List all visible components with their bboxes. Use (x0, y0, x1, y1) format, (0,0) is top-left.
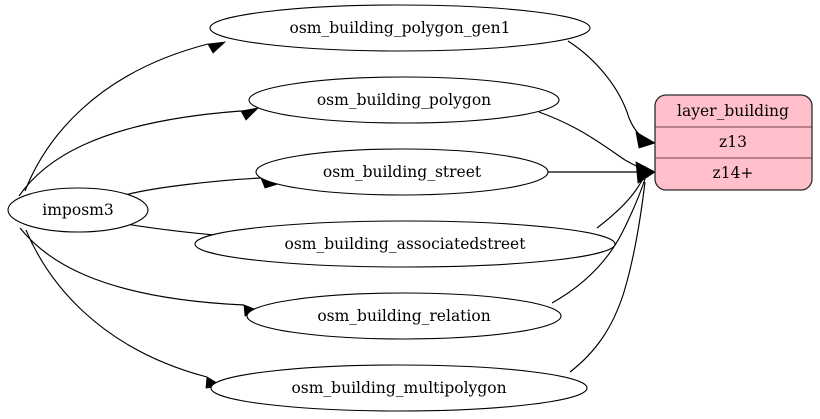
edge-imposm3-to-street (124, 177, 262, 196)
edge-imposm3-to-polygon-gen1 (24, 43, 209, 192)
node-osm-building-street-label: osm_building_street (323, 163, 482, 181)
node-osm-building-relation[interactable]: osm_building_relation (246, 292, 562, 340)
node-imposm3[interactable]: imposm3 (7, 187, 149, 233)
edge-multipolygon-to-z14plus (569, 181, 646, 373)
node-osm-building-polygon-gen1-label: osm_building_polygon_gen1 (290, 19, 511, 37)
record-row-z13-label: z13 (719, 133, 747, 151)
node-osm-building-polygon-gen1-shape[interactable] (209, 4, 591, 52)
node-osm-building-polygon[interactable]: osm_building_polygon (248, 76, 560, 124)
edge-group-tables-to-record (538, 40, 656, 373)
node-layer-building[interactable]: layer_building z13 z14+ (654, 94, 813, 191)
node-osm-building-relation-shape[interactable] (246, 292, 562, 340)
arrowhead-polygon (240, 107, 260, 121)
node-osm-building-relation-label: osm_building_relation (317, 307, 490, 325)
arrowhead-polygon-gen1 (207, 41, 227, 54)
node-imposm3-shape[interactable] (7, 187, 149, 233)
record-row-header-label: layer_building (677, 102, 789, 120)
node-osm-building-associatedstreet[interactable]: osm_building_associatedstreet (194, 220, 616, 268)
edge-imposm3-to-multipolygon (25, 229, 208, 378)
node-osm-building-multipolygon-shape[interactable] (210, 364, 588, 412)
node-osm-building-multipolygon[interactable]: osm_building_multipolygon (210, 364, 588, 412)
node-imposm3-label: imposm3 (42, 201, 113, 219)
edge-imposm3-to-polygon (18, 110, 242, 197)
edge-polygon-to-z14plus (538, 111, 646, 171)
node-osm-building-street-shape[interactable] (255, 148, 549, 196)
node-osm-building-polygon-label: osm_building_polygon (317, 91, 491, 109)
node-osm-building-multipolygon-label: osm_building_multipolygon (291, 379, 506, 397)
record-row-z14plus-label: z14+ (713, 164, 754, 182)
edge-polygon-gen1-to-z13 (567, 40, 645, 140)
arrowhead-record-z14plus (635, 161, 656, 184)
node-osm-building-street[interactable]: osm_building_street (255, 148, 549, 196)
node-osm-building-associatedstreet-label: osm_building_associatedstreet (285, 235, 527, 253)
node-layer-building-body[interactable] (654, 94, 813, 191)
node-osm-building-polygon-shape[interactable] (248, 76, 560, 124)
arrowhead-record-z13 (635, 131, 656, 149)
edge-relation-to-z14plus (551, 178, 646, 304)
node-osm-building-polygon-gen1[interactable]: osm_building_polygon_gen1 (209, 4, 591, 52)
node-osm-building-associatedstreet-shape[interactable] (194, 220, 616, 268)
